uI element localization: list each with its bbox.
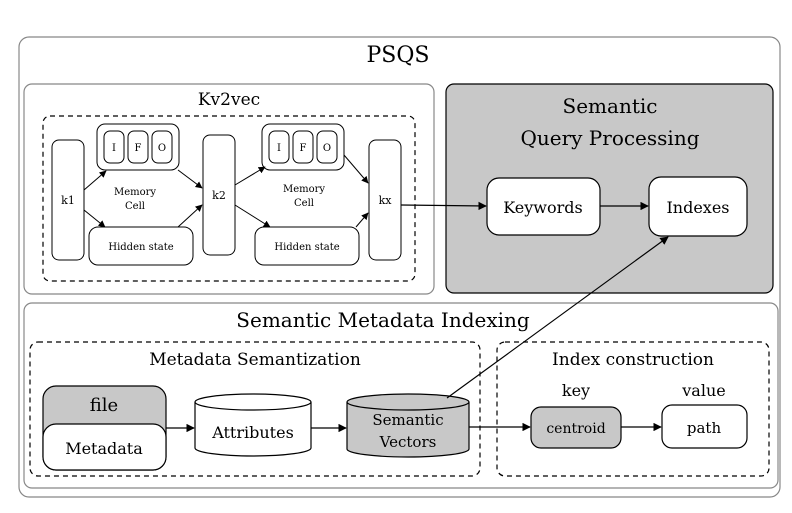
gate-i-2-label: I — [277, 143, 281, 154]
gate-o-2-label: O — [323, 143, 331, 154]
arrow-k1-to-hidden — [83, 209, 106, 228]
kv2vec-dashed-box — [42, 115, 416, 282]
attributes-label: Attributes — [211, 423, 294, 442]
sqp-title-line2: Query Processing — [520, 126, 699, 150]
gate-f-1-label: F — [135, 143, 142, 154]
arrow-k2-to-gates2 — [234, 166, 266, 186]
arrow-hidden2-to-kx — [355, 212, 369, 228]
attributes-cylinder — [194, 402, 312, 457]
gate-f-1 — [127, 130, 149, 164]
psqs-title: PSQS — [367, 43, 430, 68]
semantic-vectors-line1: Semantic — [372, 411, 443, 429]
file-label: file — [90, 395, 118, 416]
arrow-gates1-to-k2 — [177, 169, 203, 189]
indexes-box — [648, 176, 748, 237]
path-box — [661, 404, 748, 449]
attributes-cylinder-top — [194, 393, 312, 411]
keywords-label: Keywords — [503, 198, 582, 217]
gate-f-2-label: F — [300, 143, 307, 154]
metadata-box — [42, 423, 167, 471]
gate-i-1-label: I — [112, 143, 116, 154]
hidden-state-2-label: Hidden state — [274, 242, 339, 253]
index-construction-title: Index construction — [552, 350, 714, 370]
gate-o-1-label: O — [158, 143, 166, 154]
arrow-k2-to-hidden2 — [234, 204, 271, 228]
gate-i-2 — [268, 130, 290, 164]
indexes-label: Indexes — [666, 198, 729, 217]
arrow-kx-to-keywords — [400, 201, 487, 211]
k1-label: k1 — [61, 194, 75, 207]
sqp-panel — [445, 83, 774, 294]
memory-cell-2-line2: Cell — [294, 198, 314, 209]
memory-cell-1-line1: Memory — [114, 187, 156, 198]
path-label: path — [687, 419, 722, 437]
sqp-title-line1: Semantic — [563, 94, 658, 118]
index-construction-dashed-box — [496, 341, 770, 477]
gate-o-1 — [151, 130, 173, 164]
memory-cell-2-line1: Memory — [283, 184, 325, 195]
key-label: key — [562, 381, 590, 400]
semantization-dashed-box — [29, 341, 481, 477]
kx-label: kx — [379, 194, 393, 207]
hidden-state-1-label: Hidden state — [108, 242, 173, 253]
kx-box — [368, 139, 402, 261]
semantic-vectors-cylinder — [346, 402, 470, 458]
gate-i-1 — [103, 130, 125, 164]
arrow-vectors-to-indexes — [446, 236, 669, 399]
centroid-label: centroid — [546, 421, 605, 437]
k2-label: k2 — [212, 189, 226, 202]
k1-box — [51, 139, 85, 261]
gate-o-2 — [316, 130, 338, 164]
hidden-state-1 — [88, 226, 194, 266]
arrow-hidden1-to-k2 — [177, 204, 203, 228]
semantization-title: Metadata Semantization — [149, 350, 361, 370]
psqs-frame — [18, 36, 781, 498]
kv2vec-title: Kv2vec — [198, 90, 260, 110]
metadata-label: Metadata — [65, 439, 143, 458]
arrow-gates2-to-kx — [343, 154, 369, 184]
smi-title: Semantic Metadata Indexing — [236, 308, 530, 332]
arrow-k1-to-gates — [83, 170, 107, 191]
semantic-vectors-line2: Vectors — [379, 433, 437, 451]
k2-box — [202, 134, 236, 256]
semantic-vectors-cylinder-top — [346, 393, 470, 411]
smi-frame — [23, 302, 779, 489]
hidden-state-2 — [254, 226, 360, 266]
memory-cell-1-line2: Cell — [125, 201, 145, 212]
value-label: value — [681, 381, 725, 400]
kv2vec-frame — [23, 83, 435, 295]
gate-f-2 — [292, 130, 314, 164]
